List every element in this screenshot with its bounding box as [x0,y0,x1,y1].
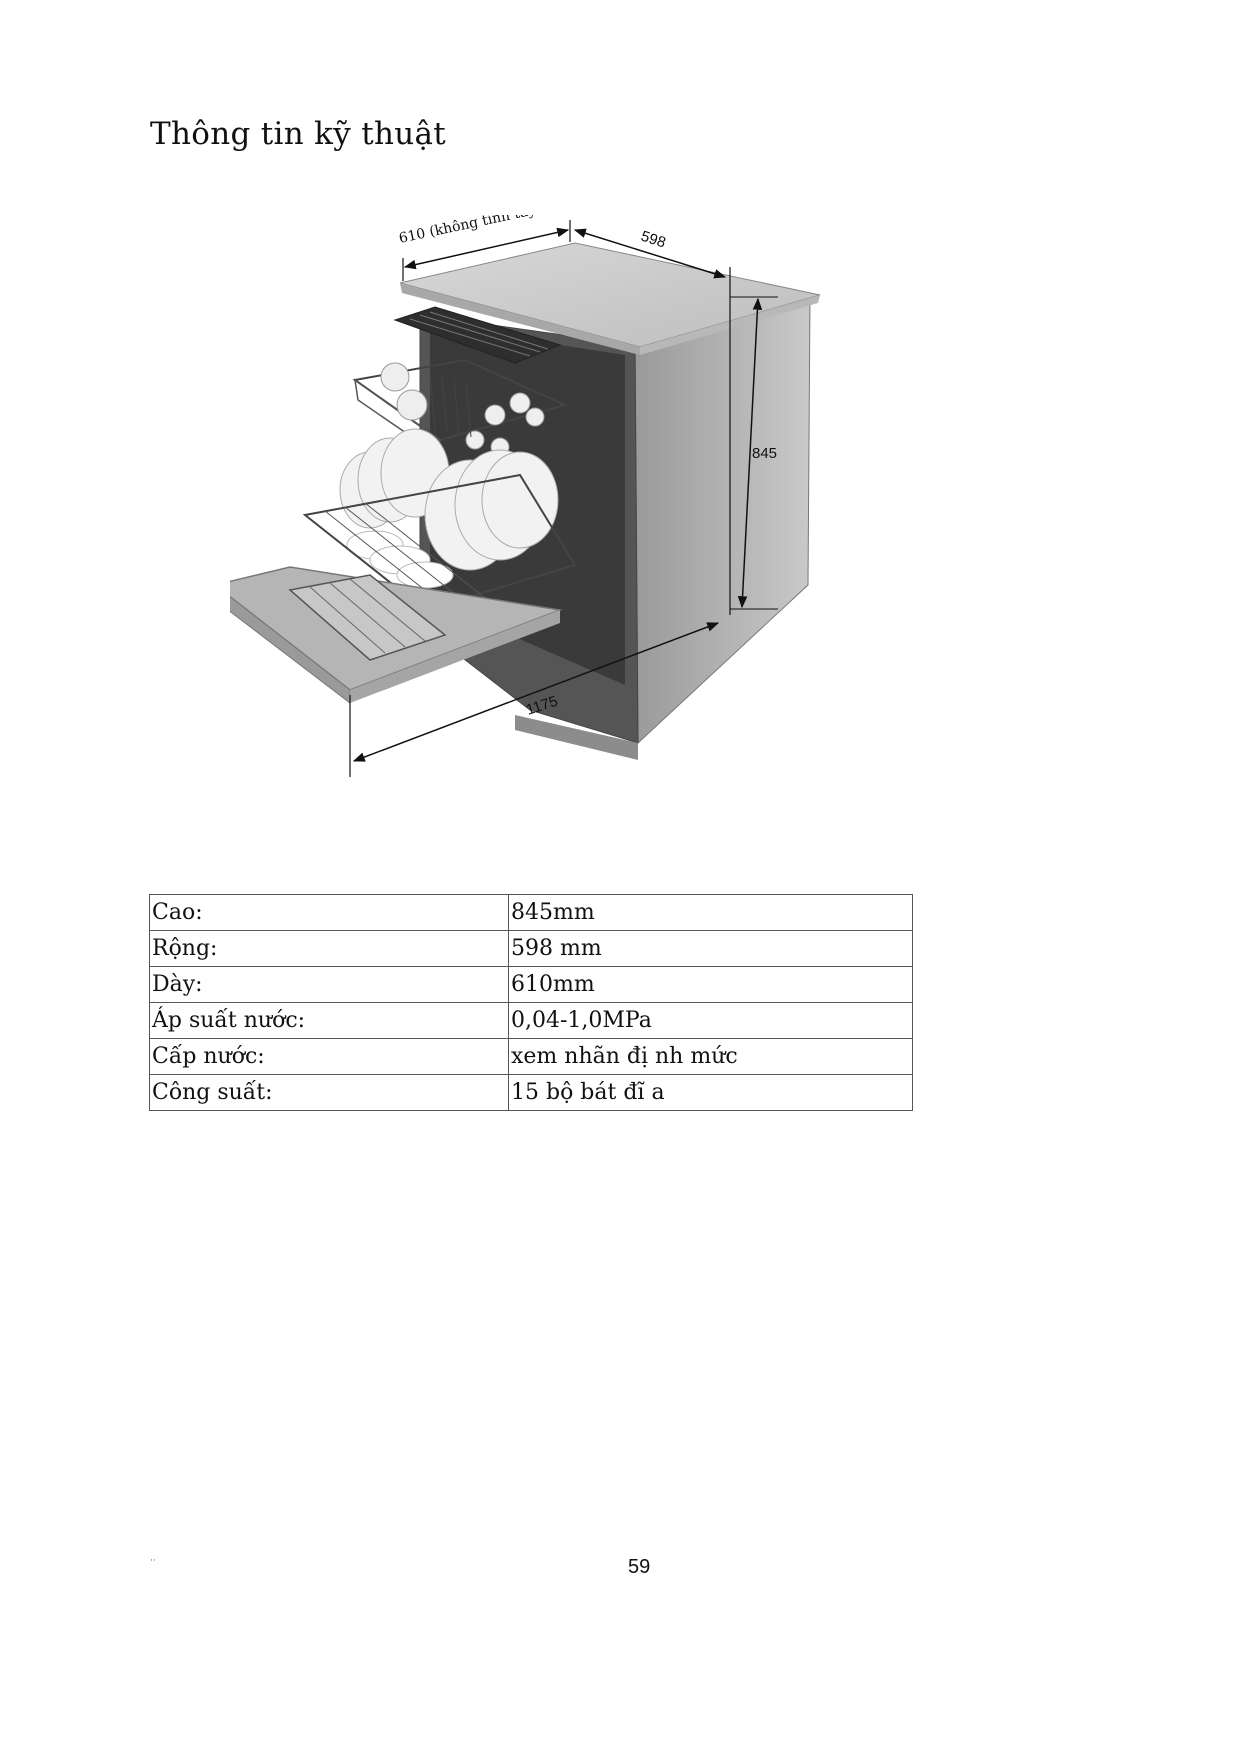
open-depth-dimension-line [352,622,720,762]
spec-label: Cấp nước: [149,1038,509,1075]
spec-label: Cao: [149,894,509,931]
dishwasher-dimension-diagram: 610 (không tính tay nắm cửa) 598 845 117… [230,215,880,870]
spec-label: Áp suất nước: [149,1002,509,1039]
height-label: 845 [752,445,777,462]
footnote-mark: ·· [150,1556,156,1566]
width-label: 598 [639,228,668,252]
spec-table: Cao: 845mm Rộng: 598 mm Dày: 610mm Áp su… [149,894,913,1111]
spec-value: 845mm [508,894,913,931]
table-row: Rộng: 598 mm [149,930,913,967]
machine-side-panel [634,294,811,745]
spec-value: xem nhãn đị nh mức [508,1038,913,1075]
table-row: Dày: 610mm [149,966,913,1003]
page-title: Thông tin kỹ thuật [150,116,447,152]
spec-label: Dày: [149,966,509,1003]
lower-rack [302,473,577,612]
spec-value: 0,04-1,0MPa [508,1002,913,1039]
depth-label: 610 (không tính tay nắm cửa) [397,215,606,247]
table-row: Cấp nước: xem nhãn đị nh mức [149,1038,913,1075]
table-row: Công suất: 15 bộ bát đĩ a [149,1074,913,1111]
table-row: Cao: 845mm [149,894,913,931]
spec-value: 610mm [508,966,913,1003]
page-number: 59 [628,1556,651,1578]
width-dimension-line [573,228,727,279]
table-row: Áp suất nước: 0,04-1,0MPa [149,1002,913,1039]
spec-value: 15 bộ bát đĩ a [508,1074,913,1111]
height-dimension-line [737,297,763,609]
spec-value: 598 mm [508,930,913,967]
depth-dimension-line [403,227,570,270]
spec-label: Công suất: [149,1074,509,1111]
spec-label: Rộng: [149,930,509,967]
cutlery-tray [393,306,562,364]
dishwasher-illustration: 610 (không tính tay nắm cửa) 598 845 117… [230,215,821,777]
